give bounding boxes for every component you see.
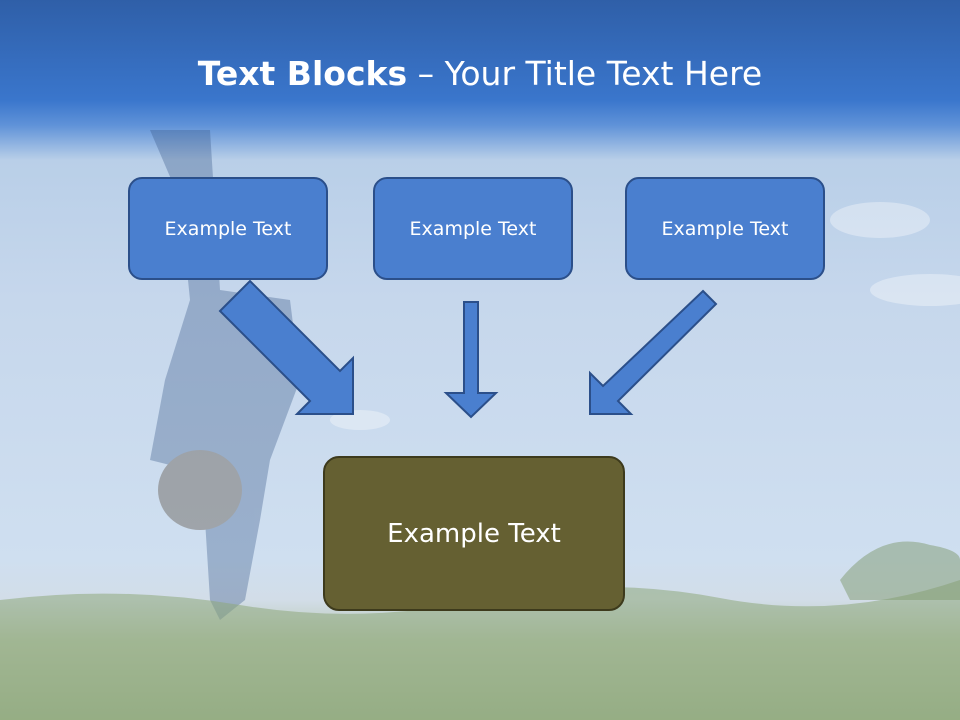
page-title: Text Blocks – Your Title Text Here [0, 54, 960, 93]
arrow-down-right [218, 279, 354, 415]
grass [0, 580, 960, 720]
arrow-down-left [589, 289, 718, 415]
text-block-center[interactable]: Example Text [323, 456, 625, 611]
text-block-right[interactable]: Example Text [625, 177, 825, 280]
child-head [158, 450, 242, 530]
text-block-middle[interactable]: Example Text [373, 177, 573, 280]
title-separator: – [407, 54, 445, 93]
cloud [830, 202, 930, 238]
bush [840, 541, 960, 600]
title-rest: Your Title Text Here [444, 54, 763, 93]
title-bold: Text Blocks [197, 54, 408, 93]
arrow-down [443, 301, 499, 419]
text-block-left[interactable]: Example Text [128, 177, 328, 280]
cloud [870, 274, 960, 306]
